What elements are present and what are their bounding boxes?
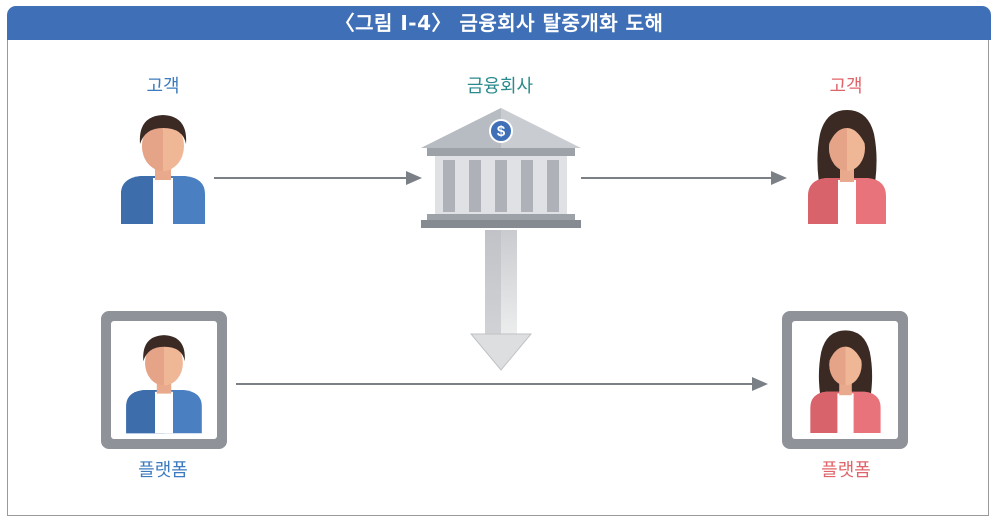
platform-right-label: 플랫폼: [821, 460, 871, 481]
bank-to-customer-arrow: [581, 171, 787, 185]
bank-icon: $: [421, 108, 581, 228]
platform-left-label: 플랫폼: [138, 460, 188, 481]
female-customer-icon: [808, 110, 886, 224]
diagram-frame: [7, 40, 989, 516]
figure-title: 〈그림 Ⅰ-4〉 금융회사 탈중개화 도해: [7, 6, 991, 40]
customer-right-label: 고객: [829, 76, 863, 97]
platform-to-platform-arrow: [236, 377, 768, 391]
male-customer-icon: [121, 115, 205, 224]
tablet-icon: [782, 311, 908, 449]
financial-company-label: 금융회사: [466, 76, 534, 97]
tablet-icon: [101, 311, 227, 449]
customer-to-bank-arrow: [214, 171, 422, 185]
dollar-sign: $: [497, 123, 506, 140]
down-arrow-icon: [469, 230, 533, 371]
customer-left-label: 고객: [146, 76, 180, 97]
